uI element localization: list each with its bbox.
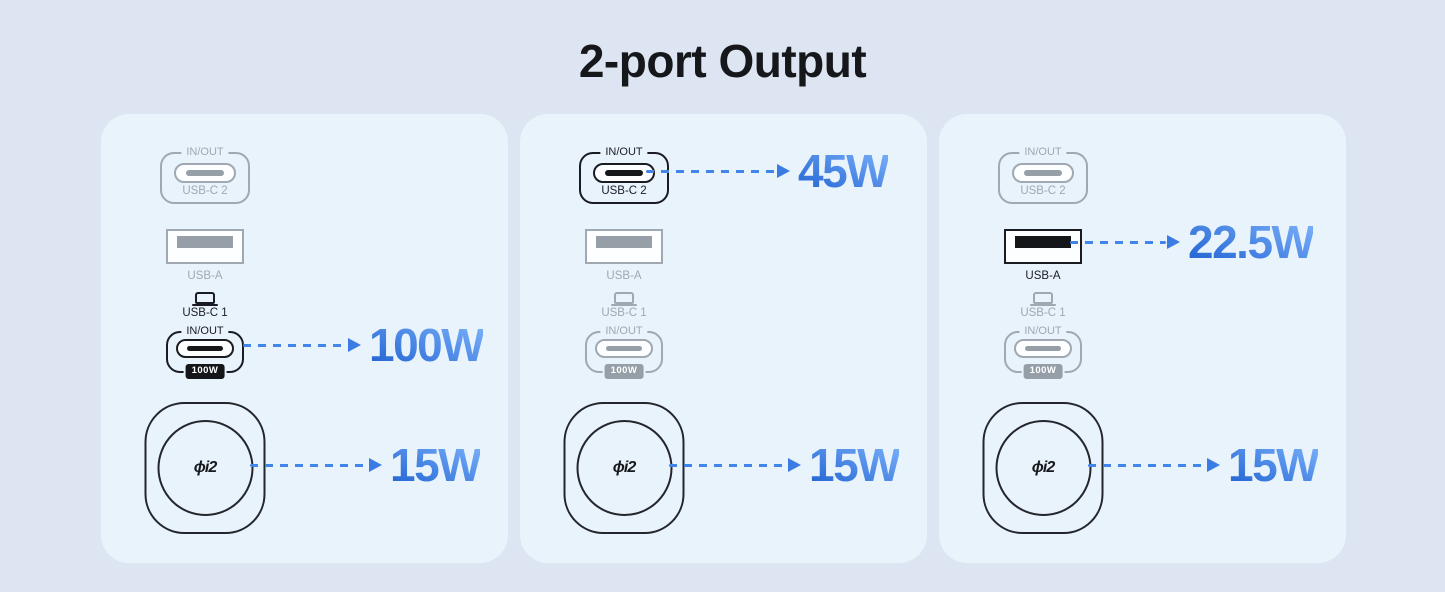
dashed-arrow bbox=[669, 463, 787, 467]
usb-c-connector-icon bbox=[174, 163, 236, 184]
dashed-arrow bbox=[1088, 463, 1206, 467]
usb-c1-label: USB-C 1 bbox=[1020, 307, 1066, 320]
qi2-logo-icon: ϕi2 bbox=[612, 459, 636, 477]
usb-c1-output-callout: 100W bbox=[243, 319, 485, 372]
usb-c2-port: IN/OUT USB-C 2 bbox=[998, 146, 1088, 205]
usb-c2-label: USB-C 2 bbox=[601, 185, 647, 198]
wireless-charging-pad: ϕi2 bbox=[982, 402, 1104, 535]
panel-usbc1-output: IN/OUT USB-C 2 USB-A USB-C 1 IN/OUT 100W… bbox=[101, 114, 508, 564]
usb-c2-outline: IN/OUT USB-C 2 bbox=[998, 146, 1088, 205]
usb-a-connector-icon bbox=[585, 229, 663, 265]
usb-c1-port: USB-C 1 IN/OUT 100W bbox=[585, 292, 663, 381]
usb-c-connector-icon bbox=[1012, 163, 1074, 184]
usb-c-connector-icon bbox=[593, 163, 655, 184]
usb-c1-outline: IN/OUT 100W bbox=[166, 324, 244, 381]
usb-a-port: USB-A bbox=[585, 229, 663, 284]
output-wattage: 15W bbox=[390, 439, 482, 492]
usb-c1-outline: IN/OUT 100W bbox=[585, 324, 663, 381]
usb-a-port: USB-A bbox=[166, 229, 244, 284]
usb-a-label: USB-A bbox=[1025, 270, 1061, 283]
wireless-charging-pad: ϕi2 bbox=[144, 402, 266, 535]
usb-c2-outline: IN/OUT USB-C 2 bbox=[160, 146, 250, 205]
usb-a-connector-icon bbox=[166, 229, 244, 265]
wireless-pad-outline: ϕi2 bbox=[982, 402, 1104, 535]
usb-c1-max-watt-badge: 100W bbox=[183, 361, 227, 381]
arrowhead-icon bbox=[1167, 235, 1180, 250]
panels-row: IN/OUT USB-C 2 USB-A USB-C 1 IN/OUT 100W… bbox=[101, 114, 1445, 564]
wireless-output-callout: 15W bbox=[669, 439, 901, 492]
usb-a-port: USB-A bbox=[1004, 229, 1082, 284]
wireless-output-callout: 15W bbox=[1088, 439, 1320, 492]
output-wattage: 22.5W bbox=[1188, 216, 1315, 269]
usb-c1-label: USB-C 1 bbox=[182, 307, 228, 320]
dashed-arrow bbox=[646, 169, 776, 173]
dashed-arrow bbox=[1070, 240, 1166, 244]
usb-c1-port: USB-C 1 IN/OUT 100W bbox=[166, 292, 244, 381]
usb-c1-max-watt-badge: 100W bbox=[602, 361, 646, 381]
wireless-pad-outline: ϕi2 bbox=[563, 402, 685, 535]
usb-c1-outline: IN/OUT 100W bbox=[1004, 324, 1082, 381]
qi2-logo-icon: ϕi2 bbox=[1031, 459, 1055, 477]
usb-c2-label: USB-C 2 bbox=[182, 185, 228, 198]
usb-c2-inout-label: IN/OUT bbox=[1019, 146, 1067, 160]
usb-c1-inout-label: IN/OUT bbox=[600, 324, 648, 339]
arrowhead-icon bbox=[348, 338, 361, 353]
usb-c2-outline: IN/OUT USB-C 2 bbox=[579, 146, 669, 205]
page-title: 2-port Output bbox=[578, 35, 867, 87]
wireless-pad-outline: ϕi2 bbox=[144, 402, 266, 535]
wireless-charging-pad: ϕi2 bbox=[563, 402, 685, 535]
usb-c1-inout-label: IN/OUT bbox=[181, 324, 229, 339]
arrowhead-icon bbox=[777, 164, 790, 179]
usb-a-label: USB-A bbox=[187, 270, 223, 283]
usb-c2-inout-label: IN/OUT bbox=[600, 146, 648, 160]
usb-a-label: USB-A bbox=[606, 270, 642, 283]
wireless-coil-circle: ϕi2 bbox=[995, 420, 1091, 517]
laptop-icon bbox=[1030, 292, 1056, 307]
arrowhead-icon bbox=[1207, 458, 1220, 473]
usb-c2-port: IN/OUT USB-C 2 bbox=[160, 146, 250, 205]
usb-c2-port: IN/OUT USB-C 2 bbox=[579, 146, 669, 205]
output-wattage: 45W bbox=[798, 145, 890, 198]
dashed-arrow bbox=[243, 343, 347, 347]
output-wattage: 100W bbox=[369, 319, 485, 372]
usb-c-connector-icon bbox=[176, 338, 234, 358]
qi2-logo-icon: ϕi2 bbox=[193, 459, 217, 477]
usb-c-connector-icon bbox=[1014, 338, 1072, 358]
arrowhead-icon bbox=[788, 458, 801, 473]
laptop-icon bbox=[192, 292, 218, 307]
output-wattage: 15W bbox=[809, 439, 901, 492]
wireless-output-callout: 15W bbox=[250, 439, 482, 492]
usb-c1-label: USB-C 1 bbox=[601, 307, 647, 320]
usb-a-connector-icon bbox=[1004, 229, 1082, 265]
wireless-coil-circle: ϕi2 bbox=[157, 420, 253, 517]
wireless-coil-circle: ϕi2 bbox=[576, 420, 672, 517]
arrowhead-icon bbox=[369, 458, 382, 473]
usb-c2-label: USB-C 2 bbox=[1020, 185, 1066, 198]
laptop-icon bbox=[611, 292, 637, 307]
usb-c1-inout-label: IN/OUT bbox=[1019, 324, 1067, 339]
usb-c1-max-watt-badge: 100W bbox=[1021, 361, 1065, 381]
dashed-arrow bbox=[250, 463, 368, 467]
usb-c2-output-callout: 45W bbox=[646, 145, 890, 198]
output-wattage: 15W bbox=[1228, 439, 1320, 492]
usb-c-connector-icon bbox=[595, 338, 653, 358]
panel-usbc2-output: IN/OUT USB-C 2 USB-A USB-C 1 IN/OUT 100W… bbox=[520, 114, 927, 564]
usb-c2-inout-label: IN/OUT bbox=[181, 146, 229, 160]
usb-a-output-callout: 22.5W bbox=[1070, 216, 1315, 269]
panel-usba-output: IN/OUT USB-C 2 USB-A USB-C 1 IN/OUT 100W… bbox=[939, 114, 1346, 564]
usb-c1-port: USB-C 1 IN/OUT 100W bbox=[1004, 292, 1082, 381]
